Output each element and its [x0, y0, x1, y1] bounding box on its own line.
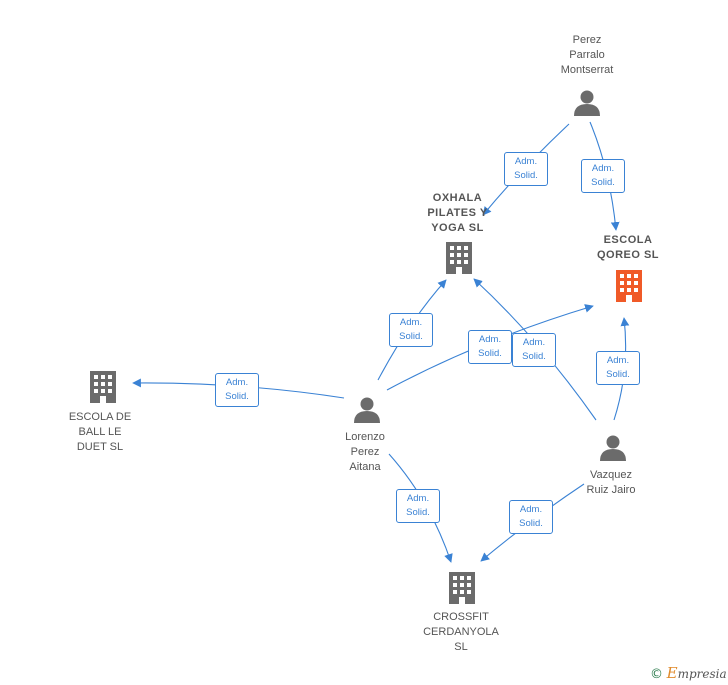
copyright-symbol: © [650, 667, 663, 682]
edge-label-vazquez-qoreo[interactable]: Adm. Solid. [596, 351, 640, 385]
edge-label-lorenzo-oxhala[interactable]: Adm. Solid. [389, 313, 433, 347]
edge-label-perez-oxhala[interactable]: Adm. Solid. [504, 152, 548, 186]
building-icon-qoreo [616, 270, 642, 302]
node-label-escola-qoreo[interactable]: ESCOLA QOREO SL [596, 234, 660, 261]
person-icon [354, 90, 626, 461]
copyright-footer: © Empresia [650, 664, 727, 682]
brand-logo-letter: E [666, 664, 678, 682]
node-label-crossfit[interactable]: CROSSFIT CERDANYOLA SL [423, 611, 499, 653]
node-label-escola-ball[interactable]: ESCOLA DE BALL LE DUET SL [68, 411, 132, 453]
building-icon-escola-ball [90, 371, 116, 403]
node-label-vazquez[interactable]: Vazquez Ruiz Jairo [586, 469, 636, 496]
edge-label-vazquez-oxhala[interactable]: Adm. Solid. [512, 333, 556, 367]
edge-label-lorenzo-ball[interactable]: Adm. Solid. [215, 373, 259, 407]
building-icon-crossfit [449, 572, 475, 604]
brand-logo-text: mpresia [677, 667, 727, 681]
edge-label-lorenzo-crossfit[interactable]: Adm. Solid. [396, 489, 440, 523]
edge-label-perez-qoreo[interactable]: Adm. Solid. [581, 159, 625, 193]
edge-label-vazquez-crossfit[interactable]: Adm. Solid. [509, 500, 553, 534]
person-icon-vazquez [600, 435, 626, 461]
building-icons [90, 242, 642, 604]
node-label-perez-parralo[interactable]: Perez Parralo Montserrat [560, 34, 614, 76]
node-label-oxhala[interactable]: OXHALA PILATES Y YOGA SL [427, 192, 488, 234]
building-icon-oxhala [446, 242, 472, 274]
edge-label-lorenzo-qoreo[interactable]: Adm. Solid. [468, 330, 512, 364]
person-icon-perez [574, 90, 600, 116]
node-label-lorenzo[interactable]: Lorenzo Perez Aitana [345, 431, 385, 473]
person-icon-lorenzo [354, 397, 380, 423]
